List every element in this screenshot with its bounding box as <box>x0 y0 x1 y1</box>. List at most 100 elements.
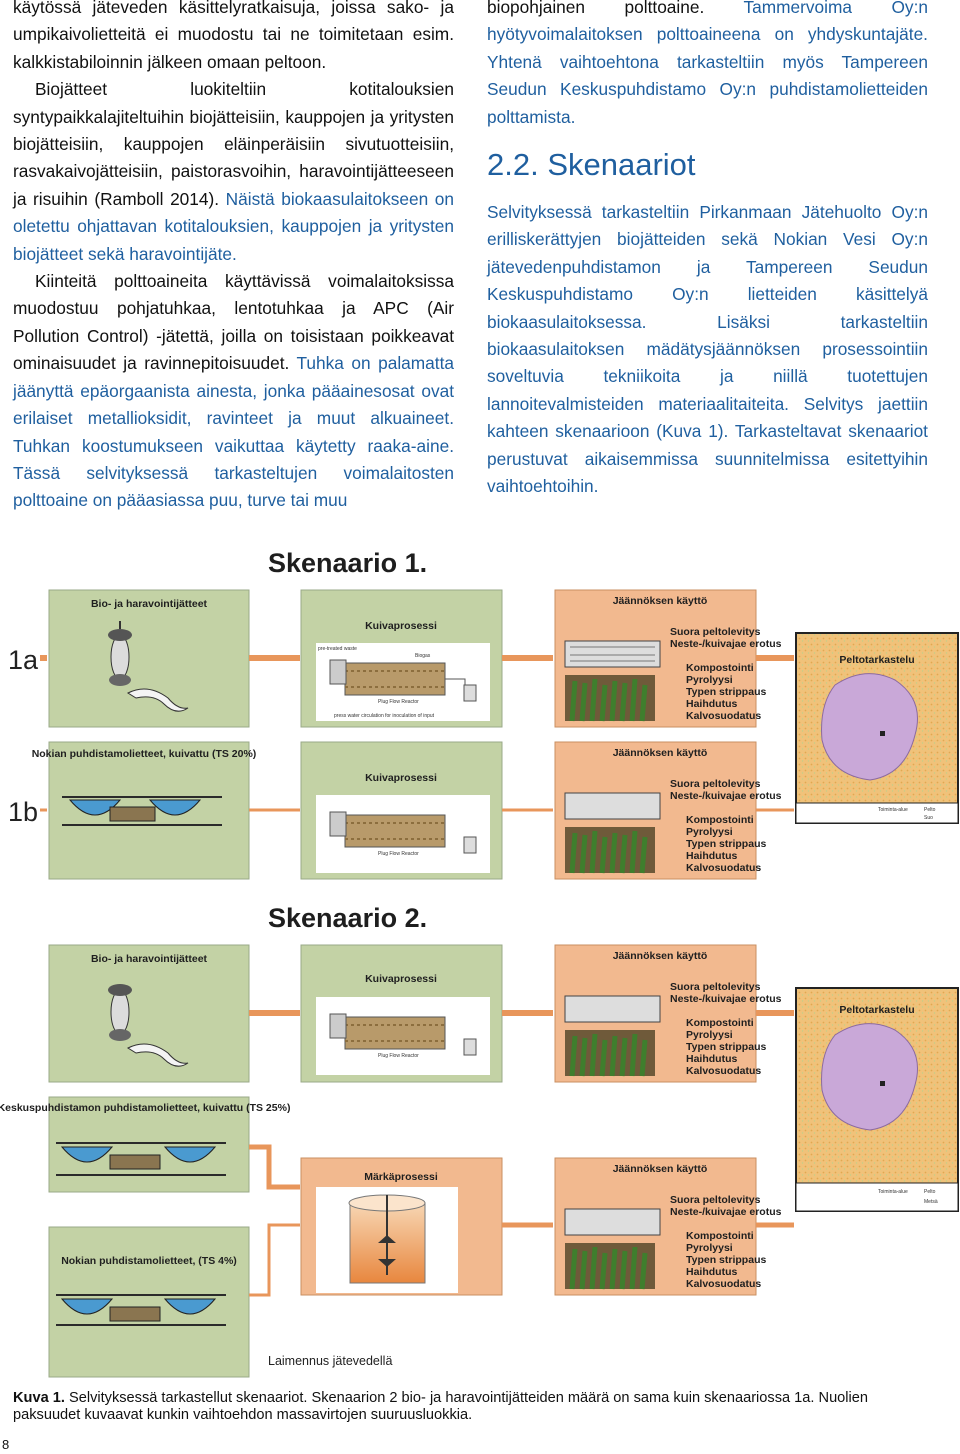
source-box-biowaste-1a <box>48 589 250 728</box>
svg-text:Jäännöksen käyttö: Jäännöksen käyttö <box>613 595 708 607</box>
crop-plants-icon <box>565 675 655 722</box>
plug-flow-diagram-1b: Plug Flow Reactor <box>316 795 490 873</box>
arrow-central-to-wet <box>249 1144 300 1190</box>
nokia-wet-label: Nokian puhdistamolietteet, (TS 4%) <box>61 1255 237 1267</box>
map-legend-item: Pelto <box>924 807 936 813</box>
digestate-list-2b: Suora peltolevitys Neste-/kuivajae erotu… <box>670 1194 782 1290</box>
use-item: Kompostointi <box>686 814 754 826</box>
apple-core-icon <box>108 984 132 1041</box>
digestate-title-1b: Jäännöksen käyttö <box>613 747 708 759</box>
use-item: Pyrolyysi <box>686 674 733 686</box>
apple-core-icon <box>108 621 132 686</box>
use-item: Typen strippaus <box>686 1041 766 1053</box>
use-item: Kalvosuodatus <box>686 862 761 874</box>
paragraph-fuel: biopohjainen polttoaine. Tammervoima Oy:… <box>487 0 928 127</box>
crop-plants-icon <box>565 827 655 874</box>
separator-machine-icon <box>564 995 661 1023</box>
use-item: Haihdutus <box>686 1053 737 1065</box>
nokia-dried-label: Nokian puhdistamolietteet, kuivattu (TS … <box>32 748 257 760</box>
scenario-figure: Skenaario 1. Skenaario 2. 1a 1b Bio- ja … <box>0 548 959 1378</box>
use-item: Pyrolyysi <box>686 826 733 838</box>
digestate-title-2a: Jäännöksen käyttö <box>613 950 708 962</box>
left-text-column: käytössä jäteveden käsittelyratkaisuja, … <box>13 0 454 515</box>
diagram-label-biogas-1a: Biogas <box>415 653 431 659</box>
paragraph-scenarios: Selvityksessä tarkasteltiin Pirkanmaan J… <box>487 202 928 497</box>
paragraph-wastewater: käytössä jäteveden käsittelyratkaisuja, … <box>13 0 454 72</box>
dry-process-label-2: Kuivaprosessi <box>365 973 437 985</box>
central-dried-label: Keskuspuhdistamon puhdistamolietteet, ku… <box>0 1102 290 1114</box>
use-item: Haihdutus <box>686 1266 737 1278</box>
use-item: Haihdutus <box>686 850 737 862</box>
use-item: Kalvosuodatus <box>686 710 761 722</box>
diagram-label-plugflow-1a: Plug Flow Reactor <box>378 699 419 705</box>
map-legend-1a: Toiminta-alue <box>878 807 908 813</box>
use-item: Pyrolyysi <box>686 1242 733 1254</box>
map-legend-2: Toiminta-alue <box>878 1189 908 1195</box>
crop-plants-icon <box>565 1243 655 1290</box>
diagram-label-plugflow-2: Plug Flow Reactor <box>378 1053 419 1059</box>
plug-flow-diagram-2: Plug Flow Reactor <box>316 997 490 1075</box>
diagram-label-recirc-1a: press water circulation for inoculation … <box>334 713 435 719</box>
digestate-list-2a: Suora peltolevitys Neste-/kuivajae erotu… <box>670 981 782 1077</box>
treatment-plant-icon <box>62 796 222 826</box>
biowaste-label-2: Bio- ja haravointijätteet <box>91 953 208 965</box>
map-legend-item: Metsä <box>924 1199 938 1205</box>
banana-peel-icon <box>126 688 189 712</box>
use-item: Kalvosuodatus <box>686 1065 761 1077</box>
digestate-list-1a: Suora peltolevitys Neste-/kuivajae erotu… <box>670 626 782 722</box>
arrow-nokia-wet-to-wet <box>249 1223 300 1297</box>
dry-process-label-1a: Kuivaprosessi <box>365 620 437 632</box>
use-item: Kompostointi <box>686 1017 754 1029</box>
wet-process-label: Märkäprosessi <box>364 1171 438 1183</box>
use-item: Kompostointi <box>686 662 754 674</box>
row-1b-label: 1b <box>8 797 38 827</box>
wet-digester-diagram <box>316 1187 458 1293</box>
use-item: Neste-/kuivajae erotus <box>670 993 782 1005</box>
use-item: Suora peltolevitys <box>670 626 761 638</box>
digestate-list-1b: Suora peltolevitys Neste-/kuivajae erotu… <box>670 778 782 874</box>
field-label-2: Peltotarkastelu <box>839 1004 914 1016</box>
row-1a: Bio- ja haravointijätteet Kuivaprosessi … <box>48 589 959 824</box>
separator-machine-icon <box>564 1208 661 1236</box>
use-item: Haihdutus <box>686 698 737 710</box>
separator-machine-icon <box>564 640 661 668</box>
treatment-plant-icon <box>56 1294 226 1326</box>
source-box-biowaste-2 <box>48 944 250 1083</box>
treatment-plant-icon <box>56 1142 226 1176</box>
use-item: Typen strippaus <box>686 1254 766 1266</box>
use-item: Suora peltolevitys <box>670 778 761 790</box>
dry-process-label-1b: Kuivaprosessi <box>365 772 437 784</box>
scenario2-title: Skenaario 2. <box>268 903 427 933</box>
right-text-column: biopohjainen polttoaine. Tammervoima Oy:… <box>487 0 928 501</box>
section-heading: 2.2. Skenaariot <box>487 147 696 183</box>
map-legend-item: Suo <box>924 815 933 821</box>
caption-label: Kuva 1. <box>13 1390 65 1406</box>
separator-machine-icon <box>564 792 661 820</box>
field-label-1a: Peltotarkastelu <box>839 654 914 666</box>
use-item: Neste-/kuivajae erotus <box>670 1206 782 1218</box>
use-item: Kalvosuodatus <box>686 1278 761 1290</box>
row-1b: Nokian puhdistamolietteet, kuivattu (TS … <box>32 741 794 880</box>
caption-text: Selvityksessä tarkastellut skenaariot. S… <box>13 1390 869 1423</box>
crop-plants-icon <box>565 1030 655 1077</box>
use-item: Suora peltolevitys <box>670 1194 761 1206</box>
page-number: 8 <box>2 1437 10 1452</box>
use-item: Typen strippaus <box>686 686 766 698</box>
diagram-label-pretreated-1a: pre-treated waste <box>318 646 357 652</box>
figure-caption: Kuva 1. Selvityksessä tarkastellut skena… <box>13 1390 938 1424</box>
paragraph-biowaste: Biojätteet luokiteltiin kotitalouksien s… <box>13 79 454 264</box>
scenario1-title: Skenaario 1. <box>268 548 427 578</box>
use-item: Pyrolyysi <box>686 1029 733 1041</box>
use-item: Neste-/kuivajae erotus <box>670 638 782 650</box>
scenario-2: Bio- ja haravointijätteet Kuivaprosessi … <box>0 944 959 1378</box>
digestate-title-2b: Jäännöksen käyttö <box>613 1163 708 1175</box>
use-item: Suora peltolevitys <box>670 981 761 993</box>
use-item: Typen strippaus <box>686 838 766 850</box>
biowaste-label-1a: Bio- ja haravointijätteet <box>91 598 208 610</box>
dilution-label: Laimennus jätevedellä <box>268 1354 392 1368</box>
source-box-central-dried <box>48 1096 250 1193</box>
svg-text:Bio- ja haravointijätteet: Bio- ja haravointijätteet <box>91 598 208 610</box>
row-1a-label: 1a <box>8 645 39 675</box>
diagram-label-plugflow-1b: Plug Flow Reactor <box>378 851 419 857</box>
use-item: Kompostointi <box>686 1230 754 1242</box>
